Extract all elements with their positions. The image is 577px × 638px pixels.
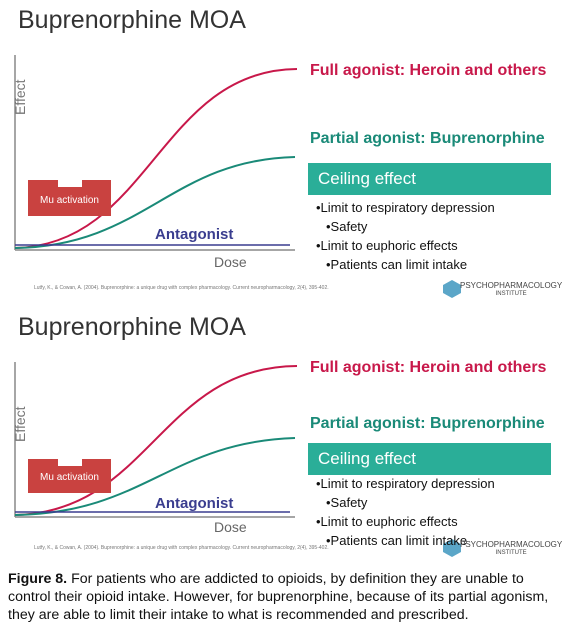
- mu-activation-label: Mu activation: [40, 195, 99, 206]
- bullet-item: •Limit to respiratory depression: [316, 200, 495, 215]
- antagonist-label: Antagonist: [155, 226, 234, 243]
- effect-axis-label: Effect: [12, 79, 28, 115]
- full-agonist-label: Full agonist: Heroin and others: [310, 62, 547, 79]
- bullet-item: •Patients can limit intake: [326, 533, 468, 548]
- logo-subname: INSTITUTE: [495, 291, 527, 297]
- ceiling-effect-box: Ceiling effect: [308, 163, 551, 195]
- full-agonist-curve: [14, 68, 298, 249]
- moa-diagram-graphics: [14, 55, 461, 298]
- caption-label: Figure 8.: [8, 571, 68, 587]
- bullet-list: •Limit to respiratory depression •Safety…: [316, 474, 495, 550]
- logo-name: PSYCHOPHARMACOLOGY: [460, 281, 563, 290]
- bullet-item: •Limit to respiratory depression: [316, 476, 495, 491]
- bullet-item: •Limit to euphoric effects: [316, 238, 458, 253]
- logo-name: PSYCHOPHARMACOLOGY: [460, 540, 563, 549]
- dose-axis-label: Dose: [214, 519, 247, 535]
- bullet-item: •Safety: [326, 219, 368, 234]
- antagonist-label: Antagonist: [155, 495, 234, 512]
- mu-receptor-shape: [28, 459, 111, 493]
- logo-text: PSYCHOPHARMACOLOGY INSTITUTE: [460, 282, 562, 298]
- bullet-item: •Safety: [326, 495, 368, 510]
- full-agonist-curve: [14, 365, 298, 516]
- mu-activation-label: Mu activation: [40, 472, 99, 483]
- figure-caption: Figure 8. For patients who are addicted …: [8, 570, 568, 624]
- bullet-item: •Patients can limit intake: [326, 257, 468, 272]
- bullet-item: •Limit to euphoric effects: [316, 514, 458, 529]
- logo-icon: [443, 539, 461, 557]
- logo-icon: [443, 280, 461, 298]
- panel-title: Buprenorphine MOA: [18, 313, 246, 341]
- partial-agonist-curve: [14, 156, 296, 249]
- moa-panel-2: Buprenorphine MOA Full agonist: Heroin a…: [0, 307, 577, 607]
- moa-panel-1: Buprenorphine MOA Full agonist: Heroin a…: [0, 0, 577, 300]
- partial-agonist-curve: [14, 437, 296, 516]
- full-agonist-label: Full agonist: Heroin and others: [310, 359, 547, 376]
- bullet-list: •Limit to respiratory depression •Safety…: [316, 198, 495, 274]
- ceiling-effect-box: Ceiling effect: [308, 443, 551, 475]
- panel-title: Buprenorphine MOA: [18, 6, 246, 34]
- effect-axis-label: Effect: [12, 406, 28, 442]
- logo-subname: INSTITUTE: [495, 550, 527, 556]
- citation: Lutfy, K., & Cowan, A. (2004). Buprenorp…: [34, 545, 329, 551]
- citation: Lutfy, K., & Cowan, A. (2004). Buprenorp…: [34, 285, 329, 291]
- mu-receptor-shape: [28, 180, 111, 216]
- moa-diagram-graphics: [14, 362, 461, 557]
- partial-agonist-label: Partial agonist: Buprenorphine: [310, 415, 545, 432]
- logo-text: PSYCHOPHARMACOLOGY INSTITUTE: [460, 541, 562, 557]
- dose-axis-label: Dose: [214, 254, 247, 270]
- partial-agonist-label: Partial agonist: Buprenorphine: [310, 130, 545, 147]
- caption-text: For patients who are addicted to opioids…: [8, 571, 549, 623]
